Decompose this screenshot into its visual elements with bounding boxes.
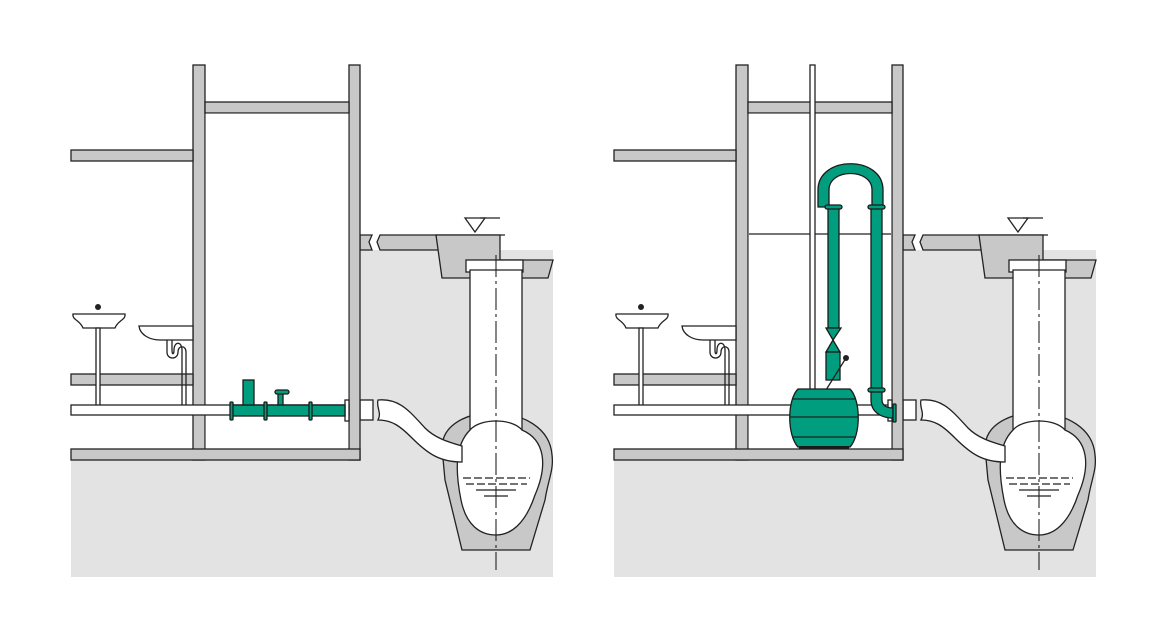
building-and-sewer: [613, 64, 1097, 578]
lifting-station-unit: [749, 64, 897, 449]
building-and-sewer: [70, 64, 554, 578]
panel-lifting-station: [613, 64, 1097, 578]
inline-pump-unit: [229, 379, 346, 421]
panel-inline-pump: [70, 64, 554, 578]
